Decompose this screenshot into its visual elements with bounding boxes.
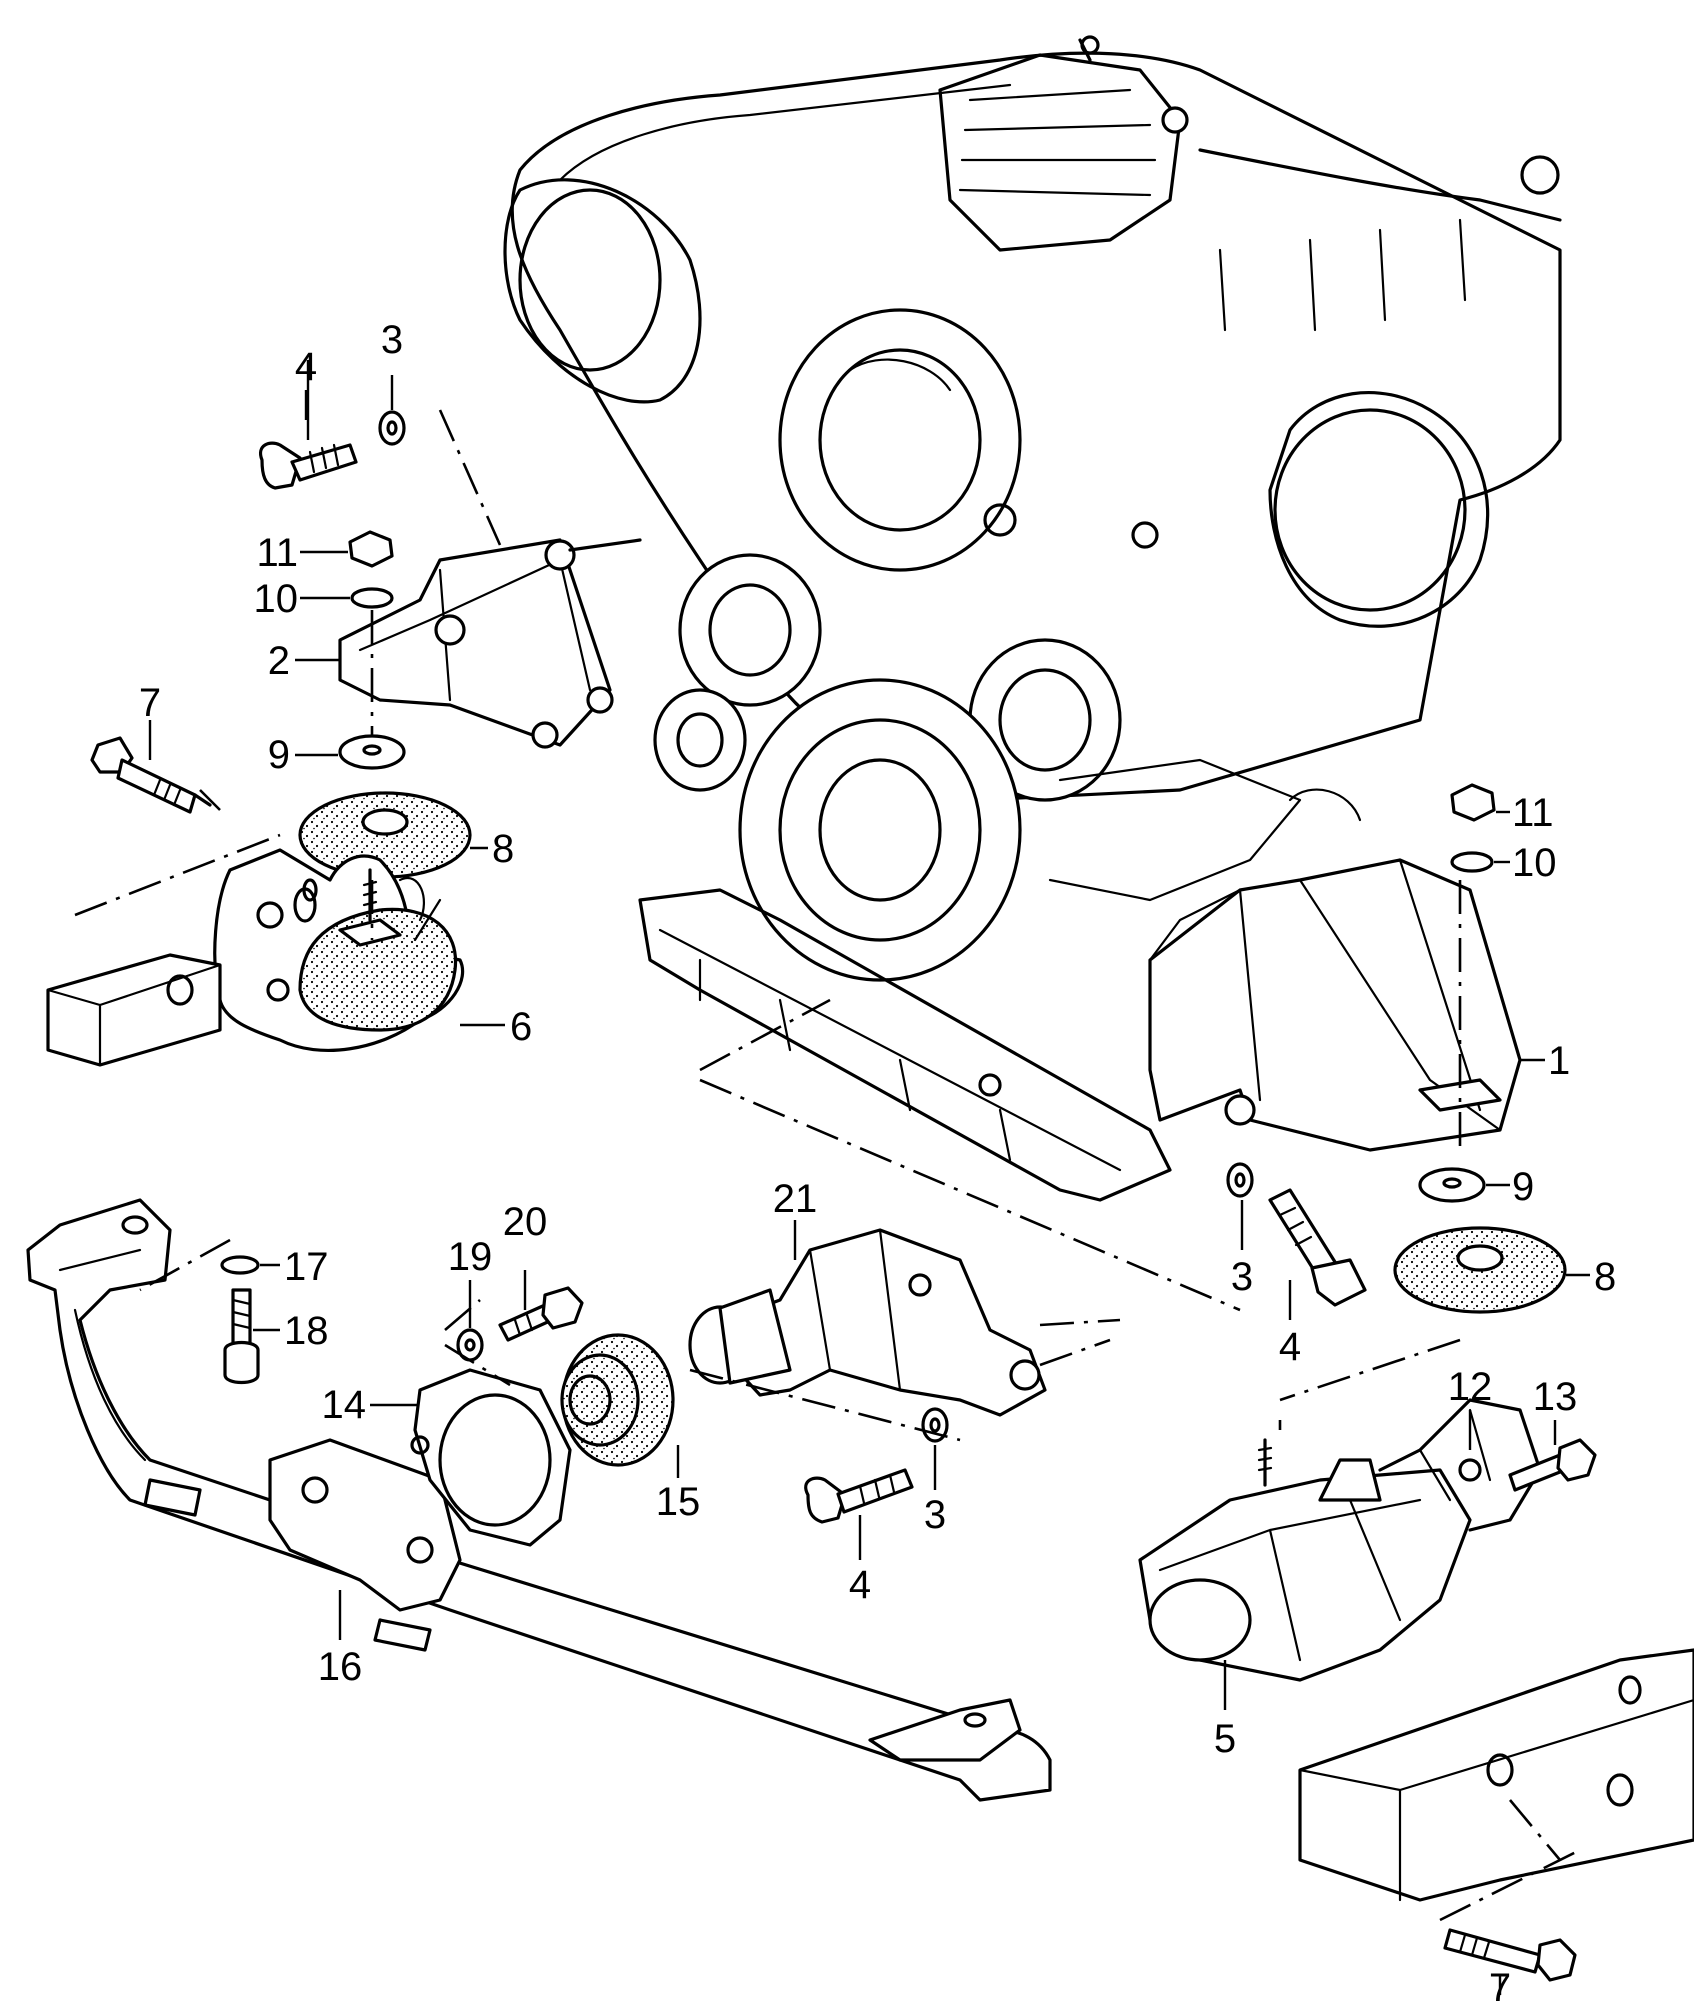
callout-10-right: 10 [1512,841,1557,885]
callout-9-left: 9 [268,733,290,777]
damper-assembly [220,1228,1047,1547]
cross-member [26,1198,1052,1802]
callout-7-right: 7 [1489,1966,1511,2001]
callout-9-right: 9 [1512,1165,1534,1209]
callout-2: 2 [268,639,290,683]
callout-17: 17 [284,1245,329,1289]
callout-21: 21 [773,1177,818,1221]
callout-3-top: 3 [381,318,403,362]
callout-4-lower: 4 [849,1563,871,1607]
right-lower-mount [1138,1398,1694,1982]
callout-13: 13 [1533,1375,1578,1419]
callout-4-right: 4 [1279,1325,1301,1369]
callout-8-right: 8 [1594,1255,1616,1299]
engine-assembly [503,35,1562,1202]
callout-1: 1 [1548,1039,1570,1083]
part-callouts: 3 4 11 10 2 7 9 8 6 11 10 1 9 8 3 4 12 1… [139,318,1616,2001]
callout-7-left: 7 [139,681,161,725]
callout-4-top: 4 [295,345,317,389]
callout-15: 15 [656,1480,701,1524]
callout-20: 20 [503,1200,548,1244]
callout-11-left: 11 [256,531,298,575]
callout-19: 19 [448,1235,493,1279]
callout-12: 12 [1448,1365,1493,1409]
left-mount-parts [46,410,472,1067]
left-engine-bracket [338,538,642,749]
callout-16: 16 [318,1645,363,1689]
assembly-centerlines [74,409,1581,1922]
callout-11-right: 11 [1512,791,1554,835]
callout-18: 18 [284,1309,329,1353]
right-engine-bracket [1148,783,1567,1314]
callout-8-left: 8 [492,827,514,871]
callout-10-left: 10 [254,577,299,621]
callout-3-lower: 3 [924,1493,946,1537]
callout-3-right: 3 [1231,1255,1253,1299]
callout-5: 5 [1214,1717,1236,1761]
leader-lines [148,360,1590,1995]
callout-14: 14 [322,1383,367,1427]
callout-6: 6 [510,1005,532,1049]
